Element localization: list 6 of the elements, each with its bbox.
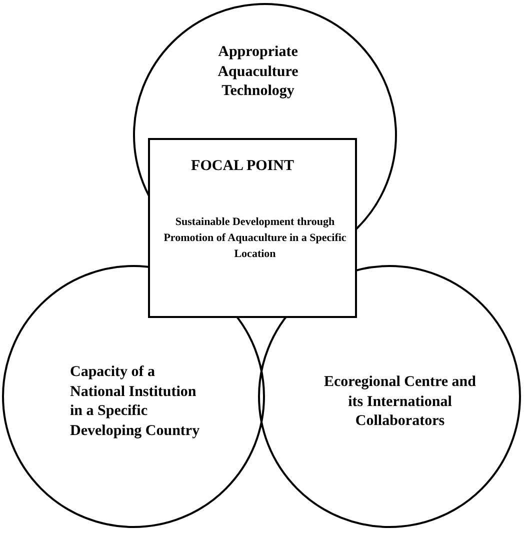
focal-point-box	[148, 138, 357, 318]
circle-label: Ecoregional Centre and its International Collaborators	[323, 373, 477, 431]
box-heading: FOCAL POINT	[190, 157, 295, 176]
circle-label: Appropriate Aquaculture Technology	[216, 43, 300, 101]
circle-label: Capacity of a National Institution in a Specific Developing Country	[70, 363, 200, 440]
box-text: Sustainable Development through Promotion of Aquaculture in a Specific Location	[162, 215, 348, 262]
